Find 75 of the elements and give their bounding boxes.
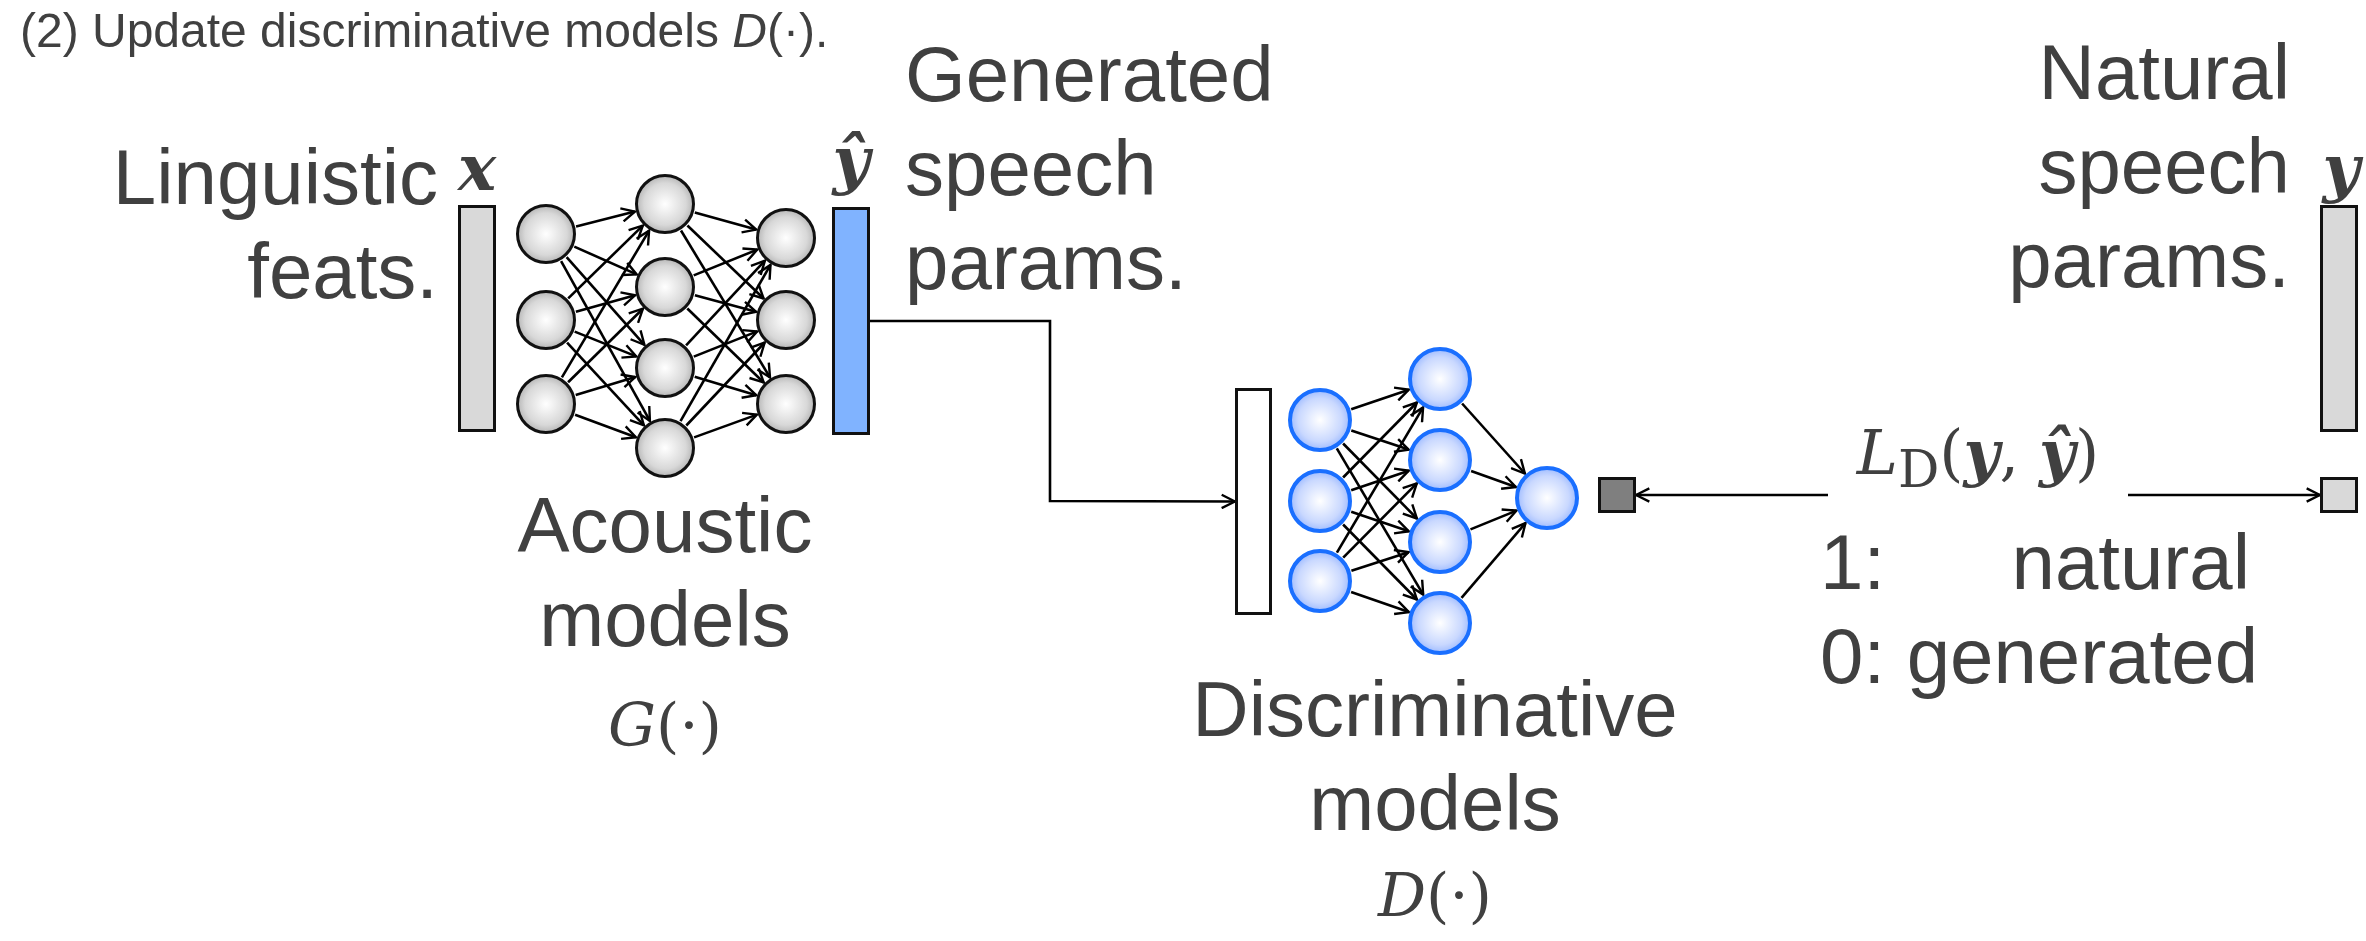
neuron-circle [516, 290, 576, 350]
arrow [566, 341, 646, 427]
arrow [573, 245, 638, 277]
neuron-circle [1288, 388, 1352, 452]
arrow [567, 307, 645, 384]
arrow [1351, 548, 1410, 573]
discriminator-input-bar [1235, 388, 1272, 615]
arrow [1342, 523, 1419, 601]
neuron-circle [1408, 510, 1472, 574]
model-label: Acoustic models [516, 480, 814, 665]
function-symbol: G(·) [607, 690, 723, 760]
function-symbol: D(·) [1376, 860, 1493, 930]
arrow [1470, 469, 1518, 490]
arrow [574, 330, 638, 359]
arrow [1342, 482, 1418, 559]
neuron-circle [756, 374, 816, 434]
arrow [693, 411, 759, 439]
arrow [1350, 386, 1410, 411]
title: (2) Update discriminative models D(·). [20, 3, 829, 59]
arrow [1350, 429, 1410, 453]
arrow [560, 229, 651, 379]
vector-symbol: ŷ [826, 125, 876, 195]
vector-symbol: x [456, 133, 498, 203]
arrow [575, 207, 637, 228]
arrow [1335, 406, 1425, 554]
arrow [694, 293, 758, 316]
neuron-circle [635, 257, 695, 317]
arrow [679, 263, 772, 422]
arrow [567, 224, 644, 300]
arrow [679, 229, 772, 379]
arrow [694, 211, 758, 234]
arrow [1350, 590, 1411, 616]
neuron-circle [635, 418, 695, 478]
arrow [1350, 467, 1410, 492]
arrow [575, 291, 637, 313]
output-label: Generated speech params. [905, 29, 1275, 308]
arrow [693, 247, 759, 277]
neuron-circle [516, 204, 576, 264]
output-square [1598, 477, 1636, 513]
neuron-circle [1408, 347, 1472, 411]
arrow [685, 341, 766, 427]
arrow [1350, 510, 1410, 535]
arrow [559, 260, 652, 423]
arrow [565, 256, 646, 346]
model-label: Discriminative models [1191, 664, 1679, 849]
arrow [1342, 442, 1419, 520]
sample-square [2320, 477, 2358, 513]
class-label: 1: natural [1820, 517, 2250, 608]
neuron-circle [1408, 428, 1472, 492]
arrow [686, 307, 765, 384]
arrow [1461, 402, 1527, 475]
vector-symbol: y [2318, 133, 2364, 203]
natural-label: Natural speech params. [2007, 27, 2290, 306]
neuron-circle [635, 338, 695, 398]
neuron-circle [756, 290, 816, 350]
arrow [1460, 521, 1527, 599]
input-label: Linguistic feats. [111, 132, 438, 317]
neuron-circle [635, 174, 695, 234]
neuron-circle [1515, 466, 1579, 530]
arrow [694, 375, 758, 399]
arrow [686, 224, 765, 300]
arrow [574, 413, 638, 441]
neuron-circle [1288, 469, 1352, 533]
arrow [1335, 447, 1425, 596]
arrow [693, 328, 759, 358]
arrow [1342, 401, 1419, 479]
arrow [575, 373, 637, 397]
arrow [685, 259, 767, 347]
arrow [1470, 508, 1518, 531]
arrow [870, 319, 1237, 510]
class-label: 0: generated [1820, 611, 2260, 702]
neuron-circle [1288, 549, 1352, 613]
neuron-circle [1408, 591, 1472, 655]
neuron-circle [516, 374, 576, 434]
neuron-circle [756, 208, 816, 268]
